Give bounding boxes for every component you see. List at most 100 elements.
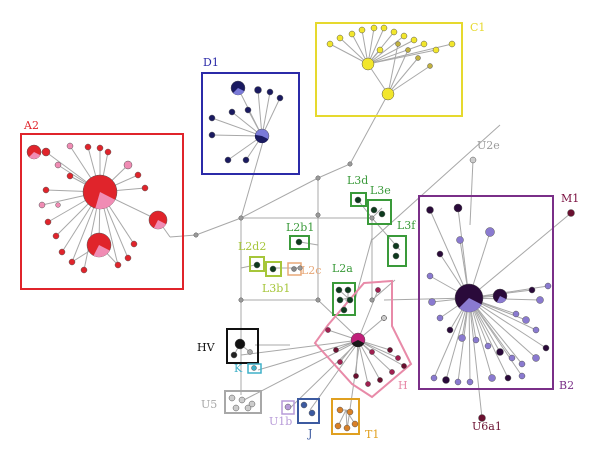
label-L2a: L2a	[332, 262, 353, 275]
haplotype-node	[41, 147, 51, 157]
haplotype-node	[453, 203, 463, 213]
haplotype-node	[472, 336, 480, 344]
network-edge	[367, 39, 415, 65]
haplotype-node	[336, 34, 344, 42]
label-C1: C1	[470, 21, 485, 34]
label-HV: HV	[197, 341, 216, 354]
box-U1b	[281, 400, 295, 415]
label-L3b1: L3b1	[262, 282, 290, 295]
label-A2: A2	[23, 119, 39, 132]
network-edge	[387, 43, 399, 95]
haplotype-node	[484, 342, 492, 350]
network-edge	[367, 43, 453, 65]
haplotype-node	[466, 378, 474, 386]
network-edge	[433, 297, 470, 379]
haplotype-node	[295, 238, 303, 246]
haplotype-node	[518, 360, 526, 368]
haplotype-node	[244, 404, 252, 412]
haplotype-node	[244, 106, 252, 114]
haplotype-node	[242, 156, 250, 164]
box-L3e	[367, 199, 392, 225]
haplotype-node	[542, 344, 550, 352]
haplotype-node	[130, 240, 138, 248]
haplotype-node	[432, 46, 440, 54]
haplotype-node	[238, 396, 246, 404]
label-L3e: L3e	[370, 184, 391, 197]
network-edge	[387, 65, 431, 95]
label-H: H	[398, 379, 408, 392]
haplotype-node	[426, 272, 434, 280]
haplotype-node	[276, 94, 284, 102]
haplotype-node	[251, 365, 257, 371]
haplotype-node	[369, 349, 375, 355]
haplotype-node	[55, 202, 61, 208]
haplotype-node	[84, 143, 92, 151]
haplotype-node	[430, 374, 438, 382]
network-edge	[468, 297, 537, 359]
network-edge	[240, 339, 361, 356]
haplotype-node	[300, 401, 308, 409]
box-L2a	[332, 282, 356, 316]
label-L3f: L3f	[397, 219, 416, 232]
median-vector-node	[238, 215, 244, 221]
haplotype-node	[436, 314, 444, 322]
box-L2b1	[289, 235, 310, 250]
haplotype-node	[370, 206, 378, 214]
haplotype-node	[114, 261, 122, 269]
network-edge	[257, 339, 361, 371]
haplotype-node	[228, 394, 236, 402]
haplotype-node	[395, 355, 401, 361]
haplotype-node	[247, 349, 253, 355]
haplotype-node	[458, 334, 466, 342]
median-vector-node	[297, 265, 303, 271]
haplotype-node	[354, 196, 362, 204]
haplotype-node	[66, 172, 74, 180]
haplotype-node	[415, 55, 421, 61]
haplotype-node	[336, 296, 344, 304]
box-L3b1	[265, 261, 282, 277]
network-edge	[357, 199, 373, 219]
haplotype-node	[375, 287, 381, 293]
haplotype-node	[348, 30, 356, 38]
box-L2d2	[249, 256, 265, 272]
network-edge	[468, 297, 483, 419]
haplotype-node	[284, 403, 292, 411]
haplotype-node	[224, 156, 232, 164]
haplotype-node	[344, 286, 352, 294]
haplotype-node	[401, 363, 407, 369]
median-vector-node	[238, 297, 244, 303]
network-edge	[468, 297, 509, 379]
haplotype-node	[400, 32, 408, 40]
haplotype-node	[80, 266, 88, 274]
label-L2d2: L2d2	[238, 240, 266, 253]
label-K: K	[234, 362, 243, 375]
haplotype-node	[454, 378, 462, 386]
haplotype-node-share	[459, 298, 482, 313]
network-edge	[357, 339, 405, 367]
label-U1b: U1b	[269, 415, 292, 428]
median-vector-node	[347, 161, 353, 167]
haplotype-node	[504, 374, 512, 382]
haplotype-node	[96, 144, 104, 152]
haplotype-node	[358, 26, 366, 34]
box-H	[313, 279, 413, 399]
haplotype-node	[134, 171, 142, 179]
haplotype-node	[488, 374, 496, 382]
haplotype-node-C1	[361, 57, 375, 71]
haplogroup-labels: A2 D1 C1 U2e L3d L3e L3f L2b1 L2d2 L3b1 …	[23, 21, 579, 441]
haplotype-node	[52, 232, 60, 240]
box-L3f	[387, 235, 407, 267]
network-edge	[469, 159, 474, 226]
haplotype-node	[353, 373, 359, 379]
median-vector-node	[369, 297, 375, 303]
haplotype-node	[448, 40, 456, 48]
box-K	[247, 363, 262, 374]
label-U5: U5	[201, 398, 217, 411]
haplotype-node	[351, 420, 359, 428]
haplotype-node	[253, 261, 261, 269]
haplotype-node	[377, 377, 383, 383]
haplotype-node	[522, 316, 530, 324]
haplotype-node	[446, 326, 454, 334]
network-edge	[357, 339, 369, 385]
haplotype-node	[389, 369, 395, 375]
